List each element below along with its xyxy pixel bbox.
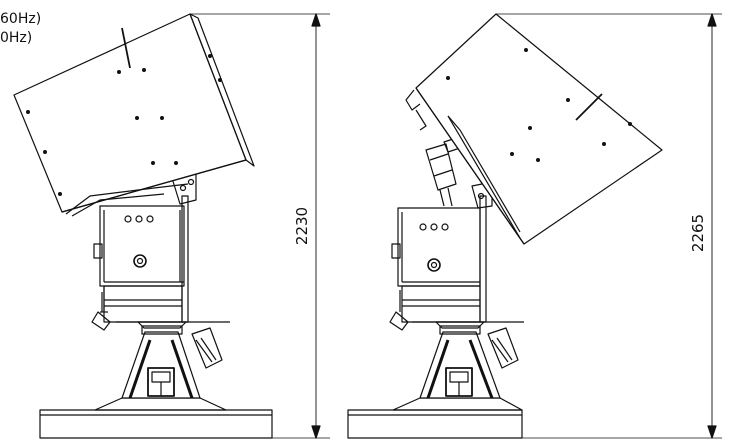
right-control-box bbox=[391, 207, 481, 287]
right-drive-motor bbox=[425, 137, 461, 207]
right-dimension-line bbox=[496, 13, 722, 439]
right-view: 2265 bbox=[347, 13, 722, 439]
left-height-dimension: 2230 bbox=[293, 207, 311, 245]
right-height-dimension: 2265 bbox=[689, 214, 707, 252]
left-dish bbox=[13, 13, 255, 217]
left-side-motor bbox=[191, 327, 223, 369]
right-lower-frame bbox=[389, 285, 481, 331]
right-dish bbox=[405, 13, 663, 245]
right-side-motor bbox=[487, 327, 519, 369]
left-control-box bbox=[93, 205, 185, 287]
left-view: 2230 bbox=[13, 13, 330, 439]
right-pedestal bbox=[412, 321, 524, 399]
left-base-plate bbox=[39, 397, 273, 439]
spec-text-fragment-1: 60Hz) bbox=[0, 11, 42, 27]
left-pedestal bbox=[116, 321, 230, 399]
spec-text-fragment-2: 0Hz) bbox=[0, 30, 33, 46]
right-base-plate bbox=[347, 397, 523, 439]
left-lower-frame bbox=[91, 285, 183, 331]
left-dimension-line bbox=[190, 13, 330, 439]
